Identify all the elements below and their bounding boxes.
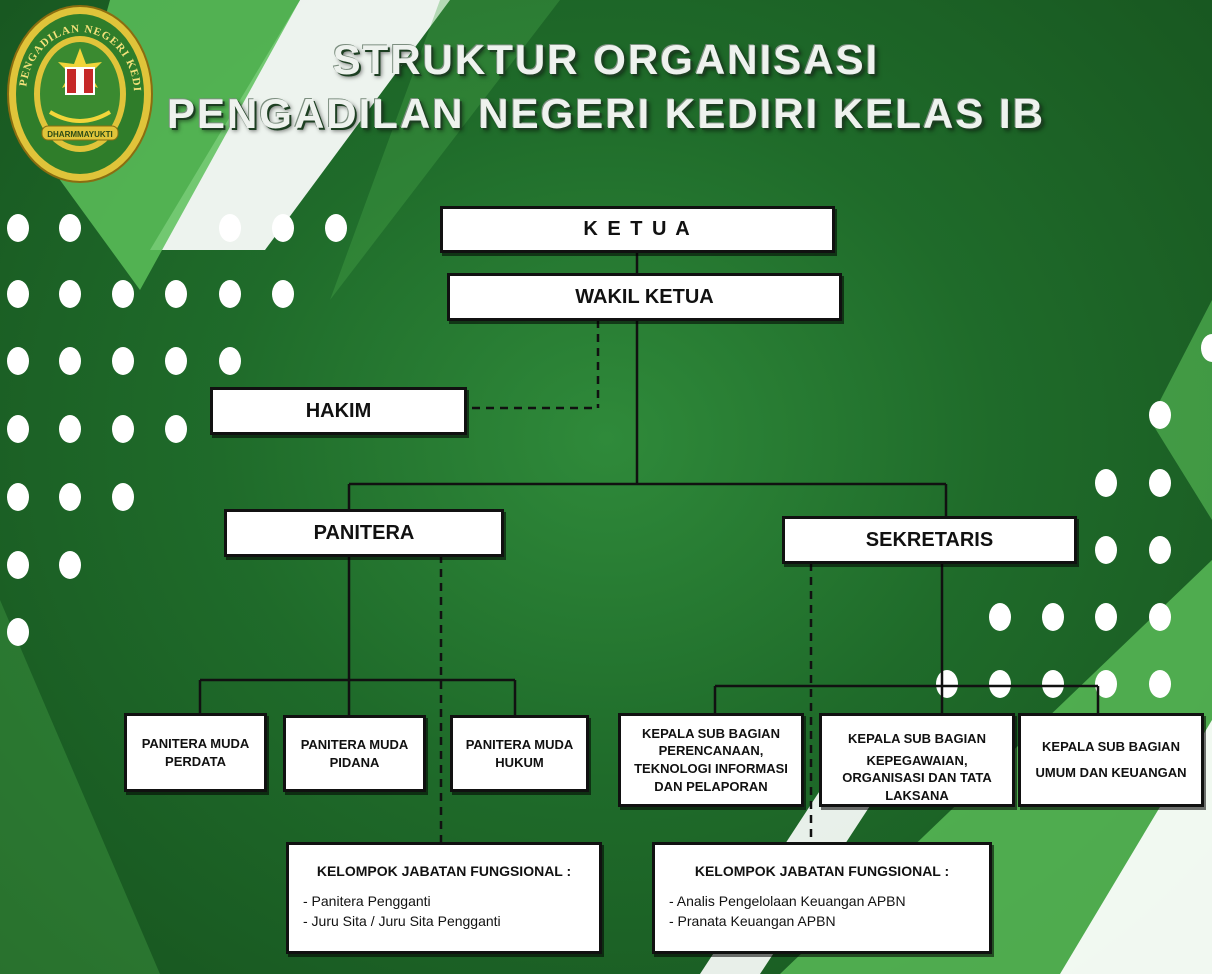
bg-dot [989, 670, 1011, 698]
bg-dot [1042, 603, 1064, 631]
bg-dot [1095, 536, 1117, 564]
node-line: ORGANISASI DAN TATA [842, 770, 992, 786]
bg-dot [1149, 401, 1171, 429]
node-line: LAKSANA [885, 787, 949, 803]
bg-dot [59, 551, 81, 579]
bg-dot [7, 415, 29, 443]
bg-dot [7, 347, 29, 375]
node-line: KEPALA SUB BAGIAN [1042, 739, 1180, 755]
bg-dot [59, 483, 81, 511]
node-line: PERENCANAAN, [658, 743, 764, 759]
node-ketua: K E T U A [440, 206, 835, 253]
node-line: PERDATA [165, 753, 226, 769]
fungsional-box-sekretaris: KELOMPOK JABATAN FUNGSIONAL : - Analis P… [652, 842, 992, 954]
node-wakil-ketua: WAKIL KETUA [447, 273, 842, 321]
node-line: PANITERA MUDA [465, 736, 574, 752]
bg-dot [112, 415, 134, 443]
node-ketua-label: K E T U A [583, 218, 692, 240]
title-line-1: STRUKTUR ORGANISASI [332, 36, 880, 83]
bg-dot [1095, 469, 1117, 497]
bg-dot [7, 214, 29, 242]
bg-dot [1149, 603, 1171, 631]
node-sekretaris-label: SEKRETARIS [865, 528, 994, 551]
bg-dot [59, 214, 81, 242]
bg-dot [219, 347, 241, 375]
bg-dot-grid [7, 214, 1212, 698]
logo-motto: DHARMMAYUKTI [47, 130, 112, 139]
fungsional-item: - Panitera Pengganti [303, 893, 431, 909]
bg-dot [219, 280, 241, 308]
bg-dot [325, 214, 347, 242]
fungsional-item: - Juru Sita / Juru Sita Pengganti [303, 913, 501, 930]
bg-triangle [1150, 300, 1212, 520]
fungsional-item: - Pranata Keuangan APBN [669, 913, 836, 930]
bg-dot [165, 347, 187, 375]
bg-dot [59, 280, 81, 308]
node-line: KEPALA SUB BAGIAN [848, 731, 986, 746]
node-panitera-muda-pidana: PANITERA MUDA PIDANA [283, 715, 426, 792]
bg-dot [112, 347, 134, 375]
node-sekretaris: SEKRETARIS [782, 516, 1077, 564]
bg-dot [165, 280, 187, 308]
node-kasubag-umum: KEPALA SUB BAGIAN UMUM DAN KEUANGAN [1018, 713, 1204, 807]
node-line: KEPEGAWAIAN, [866, 752, 968, 768]
node-line: PANITERA MUDA [300, 736, 409, 752]
bg-dot [1201, 334, 1212, 362]
bg-dot [7, 551, 29, 579]
node-wakil-ketua-label: WAKIL KETUA [575, 285, 714, 308]
bg-dot [219, 214, 241, 242]
bg-dot [165, 415, 187, 443]
node-kasubag-perencanaan: KEPALA SUB BAGIAN PERENCANAAN, TEKNOLOGI… [618, 713, 804, 807]
node-line: KEPALA SUB BAGIAN [642, 725, 780, 741]
bg-triangle [330, 0, 560, 300]
node-kasubag-kepegawaian: KEPALA SUB BAGIAN KEPEGAWAIAN, ORGANISAS… [819, 713, 1015, 807]
node-line: HUKUM [495, 754, 544, 770]
node-line: TEKNOLOGI INFORMASI [634, 761, 788, 776]
bg-dot [272, 214, 294, 242]
bg-dot [1149, 670, 1171, 698]
node-panitera-muda-perdata: PANITERA MUDA PERDATA [124, 713, 267, 792]
bg-dot [1095, 670, 1117, 698]
bg-dot [7, 483, 29, 511]
bg-dot [1149, 536, 1171, 564]
node-hakim: HAKIM [210, 387, 467, 435]
node-line: PIDANA [329, 754, 380, 770]
bg-dot [7, 618, 29, 646]
bg-dot [59, 347, 81, 375]
bg-triangle [0, 600, 160, 974]
bg-dot [989, 603, 1011, 631]
bg-dot [1095, 603, 1117, 631]
fungsional-heading: KELOMPOK JABATAN FUNGSIONAL : [694, 863, 950, 879]
node-line: DAN PELAPORAN [654, 778, 768, 794]
bg-dot [272, 280, 294, 308]
node-panitera-muda-hukum: PANITERA MUDA HUKUM [450, 715, 589, 792]
bg-dot [1149, 469, 1171, 497]
fungsional-heading: KELOMPOK JABATAN FUNGSIONAL : [316, 863, 572, 879]
node-line: PANITERA MUDA [141, 735, 250, 751]
bg-dot [7, 280, 29, 308]
court-emblem-logo: PENGADILAN NEGERI KEDIRI DHARMMAYUKTI [4, 2, 153, 183]
bg-dot [59, 415, 81, 443]
fungsional-box-panitera: KELOMPOK JABATAN FUNGSIONAL : - Panitera… [286, 842, 602, 954]
bg-stripe [150, 0, 450, 250]
title-line-2: PENGADILAN NEGERI KEDIRI KELAS IB [166, 90, 1046, 137]
bg-dot [1042, 670, 1064, 698]
node-line: UMUM DAN KEUANGAN [1035, 765, 1187, 780]
fungsional-item: - Analis Pengelolaan Keuangan APBN [669, 893, 906, 909]
node-panitera: PANITERA [224, 509, 504, 557]
bg-dot [112, 280, 134, 308]
bg-dot [112, 483, 134, 511]
node-hakim-label: HAKIM [305, 399, 372, 422]
node-panitera-label: PANITERA [313, 521, 415, 544]
